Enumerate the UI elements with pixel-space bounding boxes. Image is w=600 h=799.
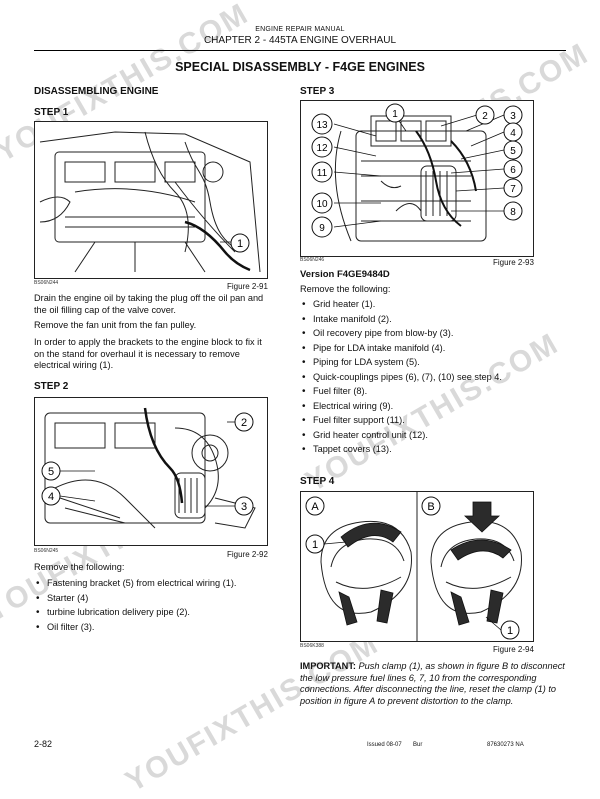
callout-11: 11 xyxy=(317,168,328,179)
watermark: YOUFIXTHIS.COM xyxy=(120,626,385,799)
list-item: turbine lubrication delivery pipe (2). xyxy=(34,607,266,622)
figure-code: BS06N246 xyxy=(300,257,325,263)
callout-8: 8 xyxy=(510,207,516,218)
list-item: Starter (4) xyxy=(34,593,266,608)
step1-heading: STEP 1 xyxy=(34,107,69,118)
list-item: Quick-couplings pipes (6), (7), (10) see… xyxy=(300,372,568,387)
figure-code: BS06N244 xyxy=(34,280,59,286)
step1-para-2: Remove the fan unit from the fan pulley. xyxy=(34,320,197,330)
list-item: Electrical wiring (9). xyxy=(300,401,568,416)
list-item: Fuel filter (8). xyxy=(300,386,568,401)
list-item: Grid heater (1). xyxy=(300,299,568,314)
version-heading: Version F4GE9484D xyxy=(300,269,390,280)
figure-number: Figure 2-91 xyxy=(227,282,268,291)
figure-2-92-illustration: 2 5 4 3 xyxy=(34,397,268,546)
figure-number: Figure 2-92 xyxy=(227,550,268,559)
panel-label-a: A xyxy=(311,501,319,513)
list-item: Piping for LDA system (5). xyxy=(300,357,568,372)
figure-2-93-illustration: 1 2 3 13 4 12 5 6 11 7 10 8 9 xyxy=(300,100,534,257)
list-item: Tappet covers (13). xyxy=(300,444,568,459)
page-number: 2-82 xyxy=(34,739,53,749)
callout-9: 9 xyxy=(319,223,325,234)
list-item: Pipe for LDA intake manifold (4). xyxy=(300,343,568,358)
list-item: Grid heater control unit (12). xyxy=(300,430,568,445)
step3-list: Grid heater (1). Intake manifold (2). Oi… xyxy=(300,299,568,459)
language-code: Bur xyxy=(413,742,423,748)
callout-1: 1 xyxy=(237,238,243,250)
callout-4: 4 xyxy=(510,128,516,139)
callout-4: 4 xyxy=(48,491,54,503)
callout-13: 13 xyxy=(316,120,328,131)
callout-2: 2 xyxy=(241,417,247,429)
callout-3: 3 xyxy=(241,501,247,513)
important-note: IMPORTANT: Push clamp (1), as shown in f… xyxy=(300,661,568,707)
step1-para-1: Drain the engine oil by taking the plug … xyxy=(34,293,264,315)
callout-1: 1 xyxy=(312,539,318,551)
callout-5: 5 xyxy=(48,466,54,478)
callout-1: 1 xyxy=(507,625,513,637)
callout-10: 10 xyxy=(316,199,328,210)
important-label: IMPORTANT: xyxy=(300,661,356,671)
figure-2-91-illustration: 1 xyxy=(34,121,268,279)
list-item: Fastening bracket (5) from electrical wi… xyxy=(34,578,266,593)
step2-list: Fastening bracket (5) from electrical wi… xyxy=(34,578,266,636)
callout-7: 7 xyxy=(510,184,516,195)
callout-5: 5 xyxy=(510,146,516,157)
chapter-title: CHAPTER 2 - 445TA ENGINE OVERHAUL xyxy=(203,35,397,46)
list-item: Intake manifold (2). xyxy=(300,314,568,329)
important-text: Push clamp (1), as shown in figure B to … xyxy=(300,661,565,706)
callout-1: 1 xyxy=(392,109,398,120)
step3-intro: Remove the following: xyxy=(300,284,391,294)
figure-number: Figure 2-94 xyxy=(493,645,534,654)
figure-code: BS06N245 xyxy=(34,548,59,554)
panel-label-b: B xyxy=(427,501,434,513)
callout-2: 2 xyxy=(482,111,488,122)
list-item: Oil filter (3). xyxy=(34,622,266,637)
header-rule xyxy=(34,50,566,51)
manual-name: ENGINE REPAIR MANUAL xyxy=(255,26,345,33)
figure-code: BS06K388 xyxy=(300,643,324,649)
callout-12: 12 xyxy=(316,143,328,154)
page-title: SPECIAL DISASSEMBLY - F4GE ENGINES xyxy=(175,60,425,74)
list-item: Fuel filter support (11). xyxy=(300,415,568,430)
figure-2-94-illustration: A B 1 1 xyxy=(300,491,534,642)
step2-heading: STEP 2 xyxy=(34,381,69,392)
step4-heading: STEP 4 xyxy=(300,476,335,487)
list-item: Oil recovery pipe from blow-by (3). xyxy=(300,328,568,343)
part-number: 87630273 NA xyxy=(487,742,524,748)
callout-3: 3 xyxy=(510,111,516,122)
figure-number: Figure 2-93 xyxy=(493,258,534,267)
section-heading: DISASSEMBLING ENGINE xyxy=(34,86,159,97)
callout-6: 6 xyxy=(510,165,516,176)
step1-para-3: In order to apply the brackets to the en… xyxy=(34,337,262,370)
step2-intro: Remove the following: xyxy=(34,562,125,572)
step3-heading: STEP 3 xyxy=(300,86,335,97)
issue-date: Issued 08-07 xyxy=(367,742,402,748)
